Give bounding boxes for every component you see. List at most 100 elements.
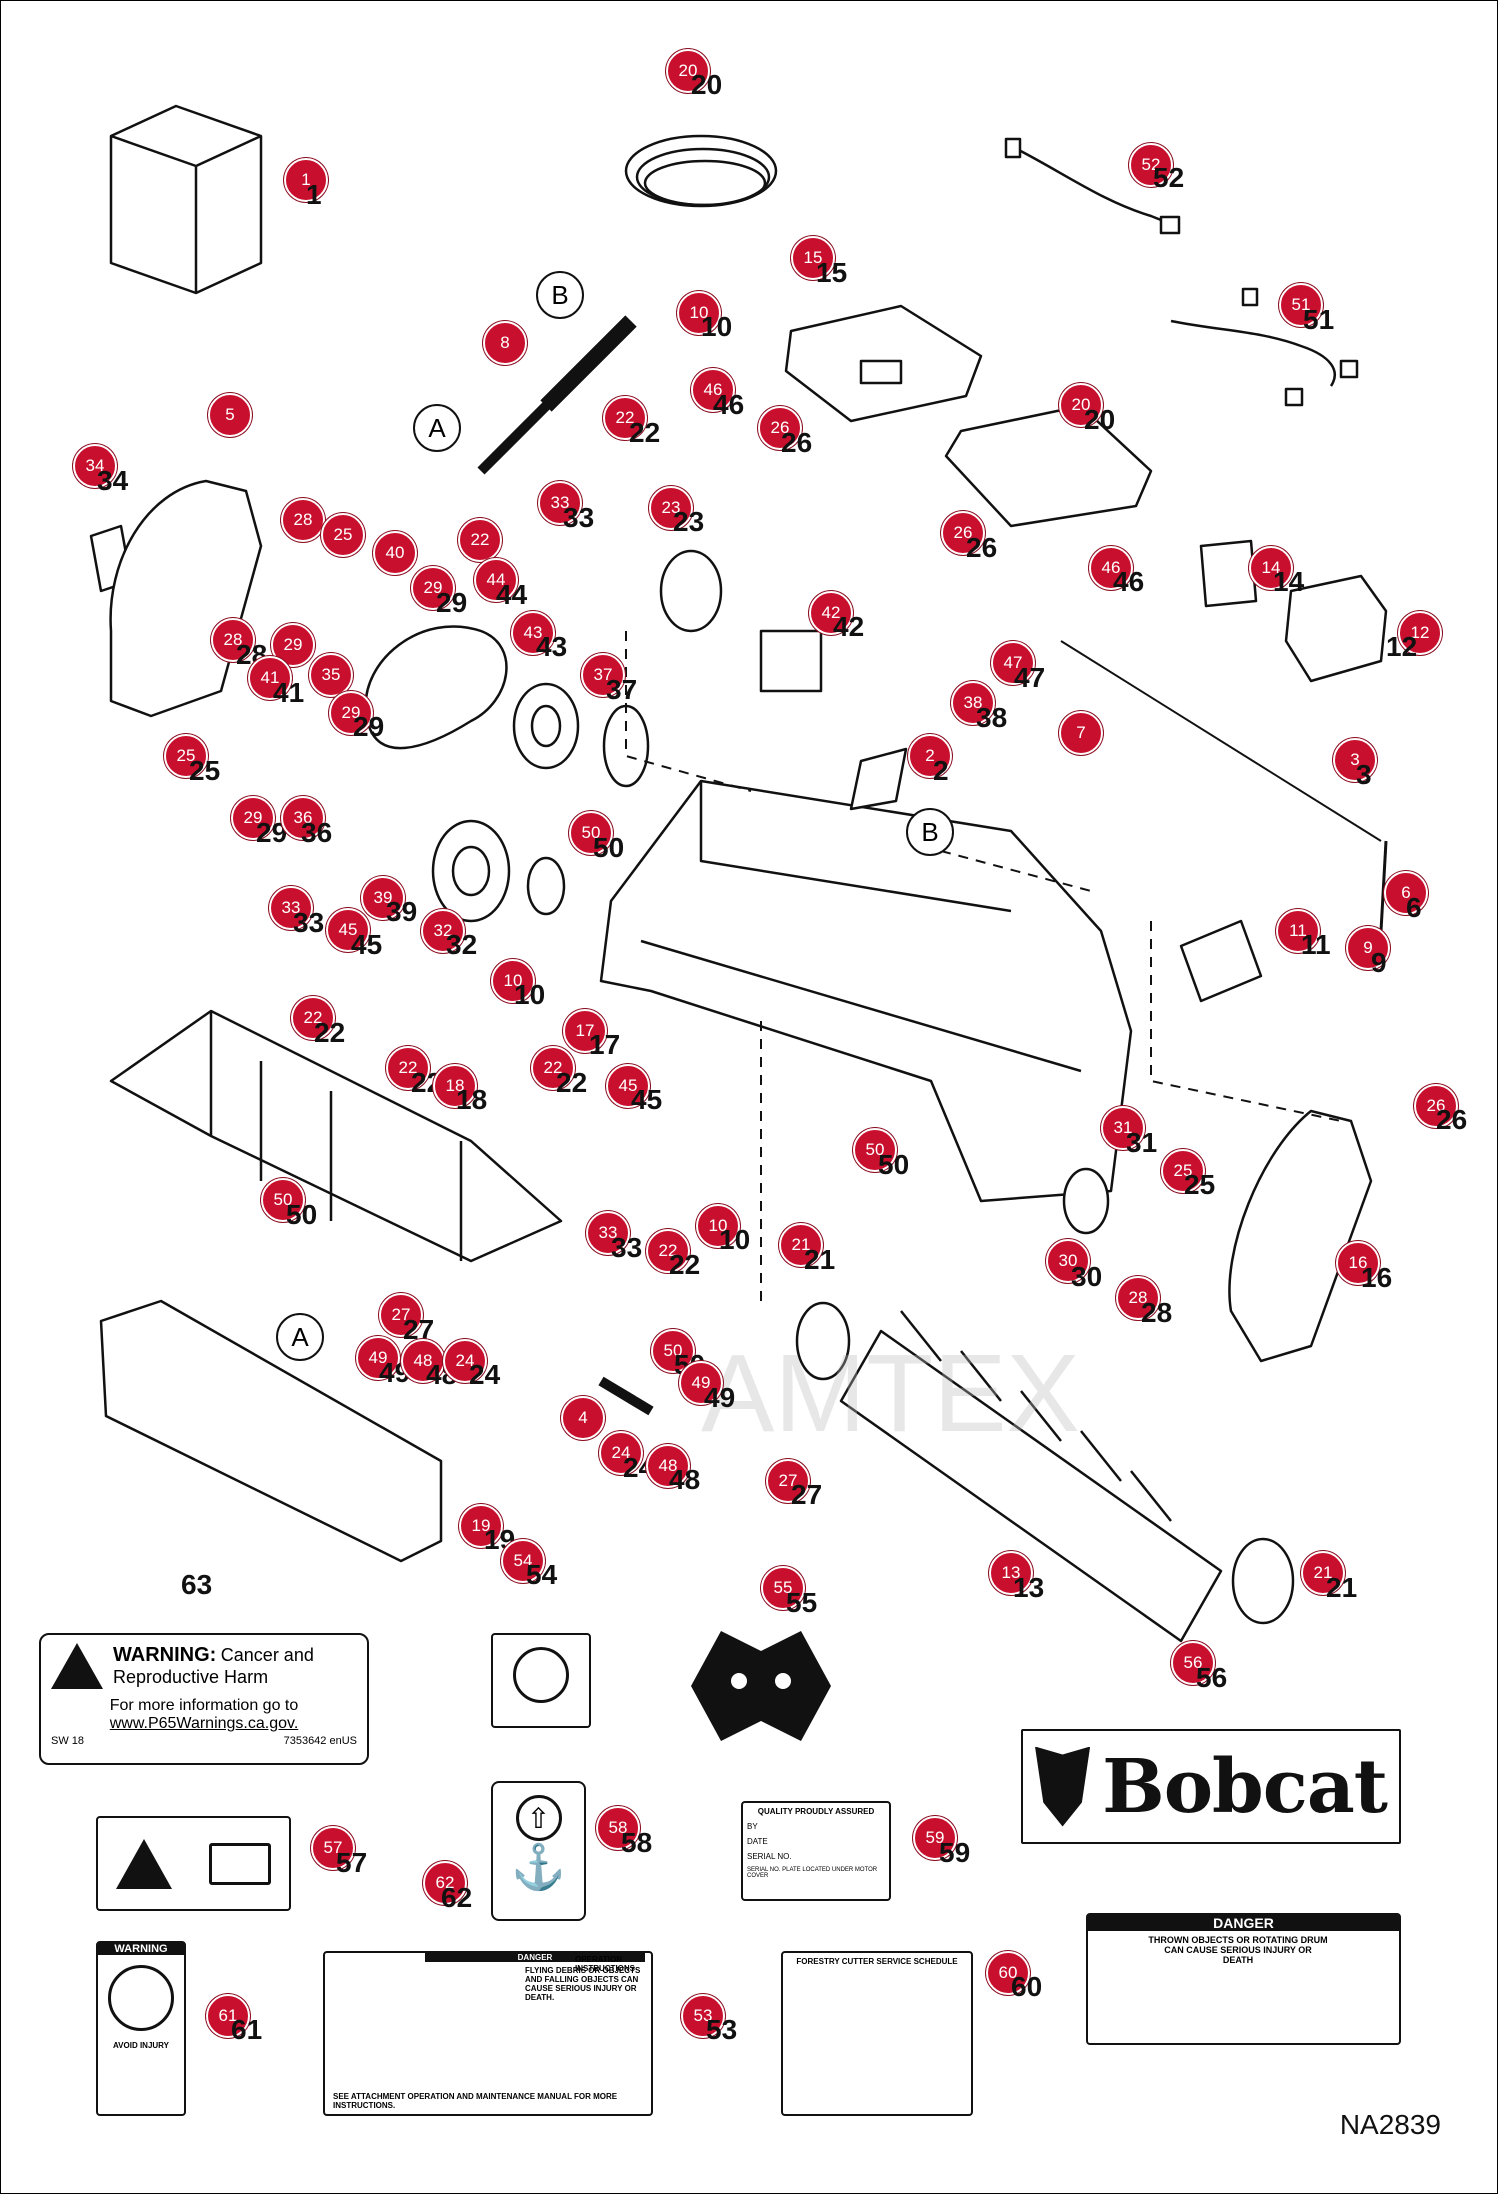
label-6: 6 — [1406, 892, 1422, 923]
callout-21b: 21 — [1301, 1551, 1345, 1595]
callout-23: 23 — [649, 486, 693, 530]
callout-47: 47 — [991, 641, 1035, 685]
warning-small-header: WARNING — [98, 1943, 184, 1955]
label-41: 41 — [273, 677, 305, 708]
ref-letter-a2: A — [276, 1313, 324, 1361]
label-22: 22 — [629, 417, 661, 448]
callout-42: 42 — [809, 591, 853, 635]
label-55: 55 — [786, 1587, 818, 1618]
label-10b: 10 — [514, 979, 546, 1010]
decal-quality-59: QUALITY PROUDLY ASSURED BY DATE SERIAL N… — [741, 1801, 891, 1901]
callout-59: 59 — [913, 1816, 957, 1860]
callout-54: 54 — [501, 1539, 545, 1583]
callout-29b: 29 — [271, 623, 315, 667]
label-34: 34 — [97, 465, 129, 496]
part-guard-16 — [1228, 1109, 1373, 1363]
callout-39: 39 — [361, 876, 405, 920]
callout-28c: 28 — [1116, 1276, 1160, 1320]
callout-7: 7 — [1059, 711, 1103, 755]
warning-small-text: AVOID INJURY — [112, 2041, 169, 2050]
arrow-up-icon: ⇧ — [515, 1795, 562, 1841]
callout-32: 32 — [421, 909, 465, 953]
label-26c: 26 — [1436, 1104, 1468, 1135]
callout-10: 10 — [677, 291, 721, 335]
label-24: 24 — [469, 1359, 501, 1390]
callout-9: 9 — [1346, 926, 1390, 970]
label-1: 1 — [306, 179, 322, 210]
label-50c: 50 — [286, 1199, 318, 1230]
label-61: 61 — [231, 2014, 263, 2045]
callout-26b: 26 — [941, 511, 985, 555]
label-27: 27 — [403, 1314, 435, 1345]
label-39: 39 — [386, 896, 418, 927]
callout-10c: 10 — [696, 1204, 740, 1248]
callout-28: 28 — [281, 498, 325, 542]
callout-12: 12 — [1398, 611, 1442, 655]
quality-title: QUALITY PROUDLY ASSURED — [757, 1807, 875, 1816]
part-hub-31 — [1062, 1167, 1110, 1235]
callout-10b: 10 — [491, 959, 535, 1003]
label-46b: 46 — [1113, 566, 1145, 597]
ref-letter-a: A — [413, 404, 461, 452]
callout-25c: 25 — [1161, 1149, 1205, 1193]
label-29b: 29 — [353, 711, 385, 742]
label-45: 45 — [351, 929, 383, 960]
decal-bobcat-logo-56: Bobcat — [1021, 1729, 1401, 1844]
label-21b: 21 — [1326, 1572, 1358, 1603]
label-9: 9 — [1371, 947, 1387, 978]
callout-51: 51 — [1279, 283, 1323, 327]
label-27b: 27 — [791, 1479, 823, 1510]
callout-53: 53 — [681, 1994, 725, 2038]
callout-26c: 26 — [1414, 1084, 1458, 1128]
callout-21: 21 — [779, 1223, 823, 1267]
callout-25: 25 — [321, 513, 365, 557]
callout-3: 3 — [1333, 738, 1377, 782]
callout-27b: 27 — [766, 1459, 810, 1503]
label-20: 20 — [691, 69, 723, 100]
callout-20: 20 — [666, 49, 710, 93]
part-guard-5 — [109, 479, 263, 718]
ref-letter-b2: B — [906, 808, 954, 856]
callout-58: 58 — [596, 1806, 640, 1850]
label-17: 17 — [589, 1029, 621, 1060]
part-drum-13 — [839, 1310, 1223, 1643]
label-54: 54 — [526, 1559, 558, 1590]
label-12: 12 — [1386, 631, 1418, 662]
callout-37: 37 — [581, 653, 625, 697]
callout-33b: 33 — [269, 886, 313, 930]
entanglement-icon — [108, 1965, 174, 2031]
label-29: 29 — [436, 587, 468, 618]
part-11 — [1179, 919, 1263, 1003]
part-hub-23 — [659, 549, 723, 633]
warning-code-left: SW 18 — [51, 1735, 85, 1747]
quality-by: BY — [747, 1822, 758, 1831]
label-50: 50 — [593, 832, 625, 863]
quality-date: DATE — [747, 1837, 768, 1846]
label-22e: 22 — [669, 1249, 701, 1280]
part-harness-51 — [1170, 319, 1336, 387]
label-33c: 33 — [611, 1232, 643, 1263]
decal-danger-62: DANGER FLYING DEBRIS OR OBJECTS AND FALL… — [323, 1951, 653, 2116]
callout-43: 43 — [511, 611, 555, 655]
decal-lift-hook-58: ⇧ ⚓ — [491, 1781, 586, 1921]
part-chain-9 — [1379, 840, 1388, 932]
label-32: 32 — [446, 929, 478, 960]
callout-56: 56 — [1171, 1641, 1215, 1685]
callout-22f: 22 — [646, 1229, 690, 1273]
label-25b: 25 — [1184, 1169, 1216, 1200]
part-hose-coil — [624, 134, 778, 208]
callout-15: 15 — [791, 236, 835, 280]
callout-22: 22 — [603, 396, 647, 440]
part-box — [109, 104, 263, 295]
callout-24: 24 — [443, 1339, 487, 1383]
warning-info: For more information go to — [109, 1697, 299, 1714]
label-33b: 33 — [293, 907, 325, 938]
callout-19: 19 — [459, 1504, 503, 1548]
danger-header: DANGER — [425, 1953, 645, 1962]
callout-34: 34 — [73, 444, 117, 488]
part-cover-20 — [944, 404, 1153, 528]
danger-large-line2: CAN CAUSE SERIOUS INJURY OR DEATH — [1164, 1945, 1312, 1965]
label-47: 47 — [1014, 662, 1046, 693]
callout-57: 57 — [311, 1826, 355, 1870]
label-53: 53 — [706, 2014, 738, 2045]
